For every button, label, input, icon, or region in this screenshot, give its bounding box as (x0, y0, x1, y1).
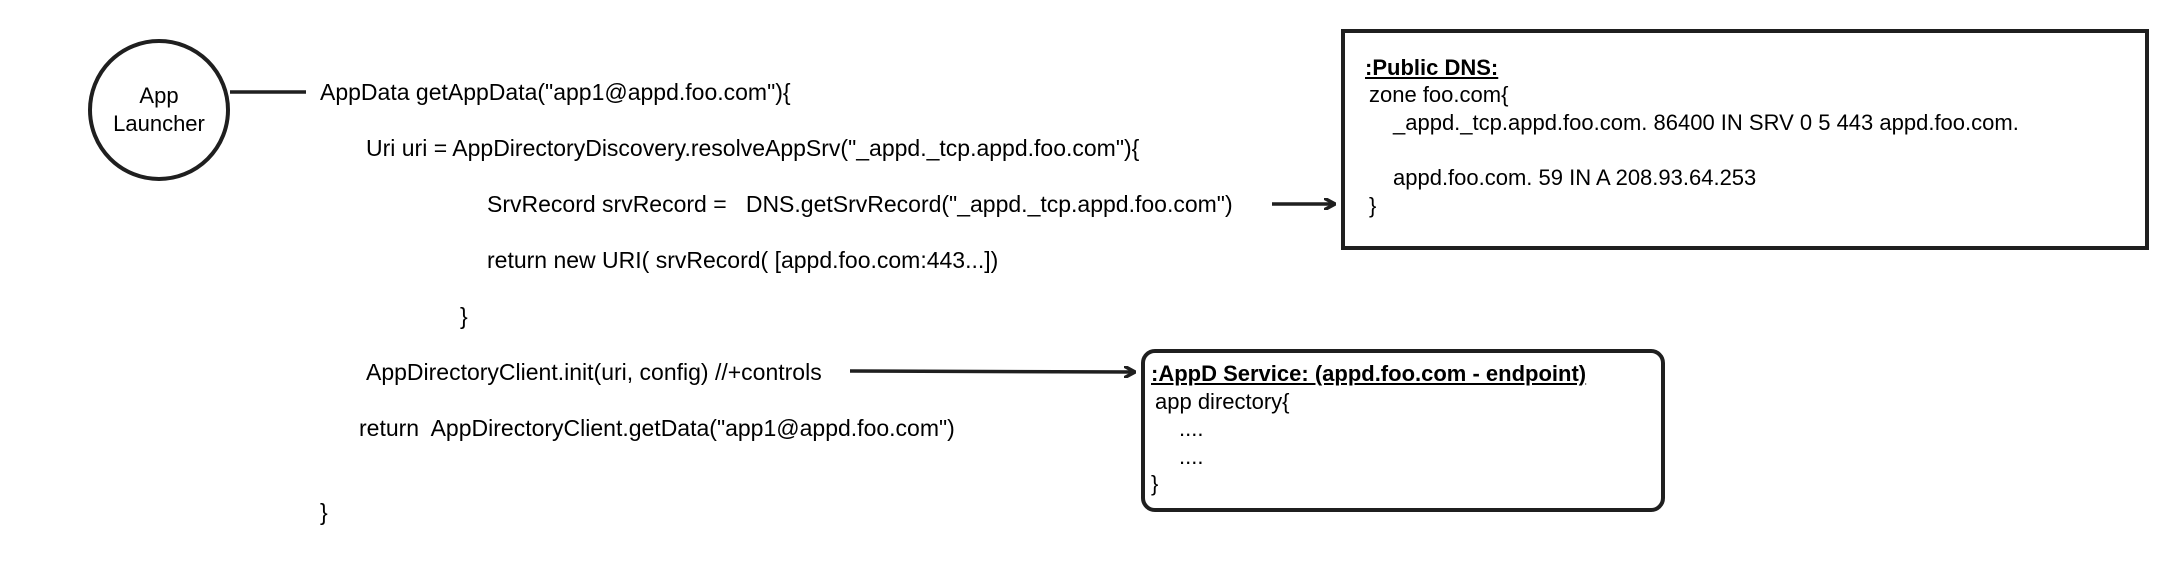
public-dns-zone-line: zone foo.com{ (1369, 82, 1509, 107)
appd-service-ellipsis-2: .... (1179, 444, 1204, 469)
service-init-arrow (849, 371, 1134, 372)
public-dns-box: :Public DNS: zone foo.com{ _appd._tcp.ap… (1341, 29, 2149, 250)
appd-service-ellipsis-1: .... (1179, 416, 1204, 441)
public-dns-a-record: appd.foo.com. 59 IN A 208.93.64.253 (1393, 165, 1757, 190)
appd-service-box: :AppD Service: (appd.foo.com - endpoint)… (1141, 349, 1665, 512)
public-dns-title: :Public DNS: (1365, 55, 1499, 80)
app-launcher-label-line1: App (139, 83, 179, 108)
code-line-srv-record: SrvRecord srvRecord = DNS.getSrvRecord("… (487, 191, 1233, 217)
appd-service-close-brace: } (1151, 471, 1159, 496)
code-line-resolve-uri: Uri uri = AppDirectoryDiscovery.resolveA… (366, 135, 1140, 161)
app-launcher-node: App Launcher (88, 39, 230, 181)
appd-service-directory-line: app directory{ (1155, 389, 1290, 414)
appd-service-title: :AppD Service: (appd.foo.com - endpoint) (1151, 361, 1587, 386)
code-line-outer-close-brace: } (320, 499, 328, 525)
public-dns-close-brace: } (1369, 193, 1377, 218)
code-line-inner-close-brace: } (460, 303, 468, 329)
code-line-client-init: AppDirectoryClient.init(uri, config) //+… (366, 359, 822, 385)
code-line-return-uri: return new URI( srvRecord( [appd.foo.com… (487, 247, 999, 273)
app-launcher-label-line2: Launcher (113, 111, 205, 136)
public-dns-srv-record: _appd._tcp.appd.foo.com. 86400 IN SRV 0 … (1393, 110, 2019, 135)
code-line-return-getdata: return AppDirectoryClient.getData("app1@… (359, 415, 955, 441)
code-line-getappdata: AppData getAppData("app1@appd.foo.com"){ (320, 79, 791, 105)
